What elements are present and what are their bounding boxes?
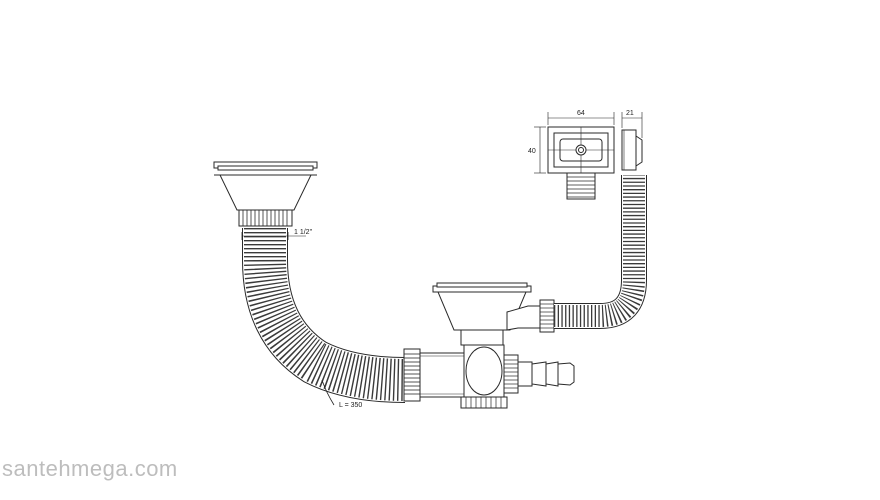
thread-dimension: 1 1/2" [241,229,313,240]
height-dimension: 40 [528,126,546,174]
hose-length-label: L = 350 [339,402,362,409]
left-corrugated-hose [242,228,406,403]
overflow-front-view [547,126,615,200]
width-dimension: 64 [547,110,615,125]
overflow-branch [506,299,555,333]
trap-body [419,344,508,409]
watermark: santehmega.com [2,456,178,481]
left-nut [403,348,421,402]
left-strainer [213,161,318,211]
overflow-side-view [621,129,643,171]
outlet-nut [503,354,519,394]
overflow-depth-label: 21 [626,110,634,117]
overflow-height-label: 40 [528,148,536,155]
hose-barb [517,361,575,387]
overflow-corrugated-hose [554,175,647,329]
left-thread-collar [238,209,293,227]
hose-length-dimension: L = 350 [321,379,362,409]
overflow-width-label: 64 [577,110,585,117]
depth-dimension: 21 [621,110,643,138]
thread-size-label: 1 1/2" [294,229,313,236]
center-strainer [432,282,532,346]
